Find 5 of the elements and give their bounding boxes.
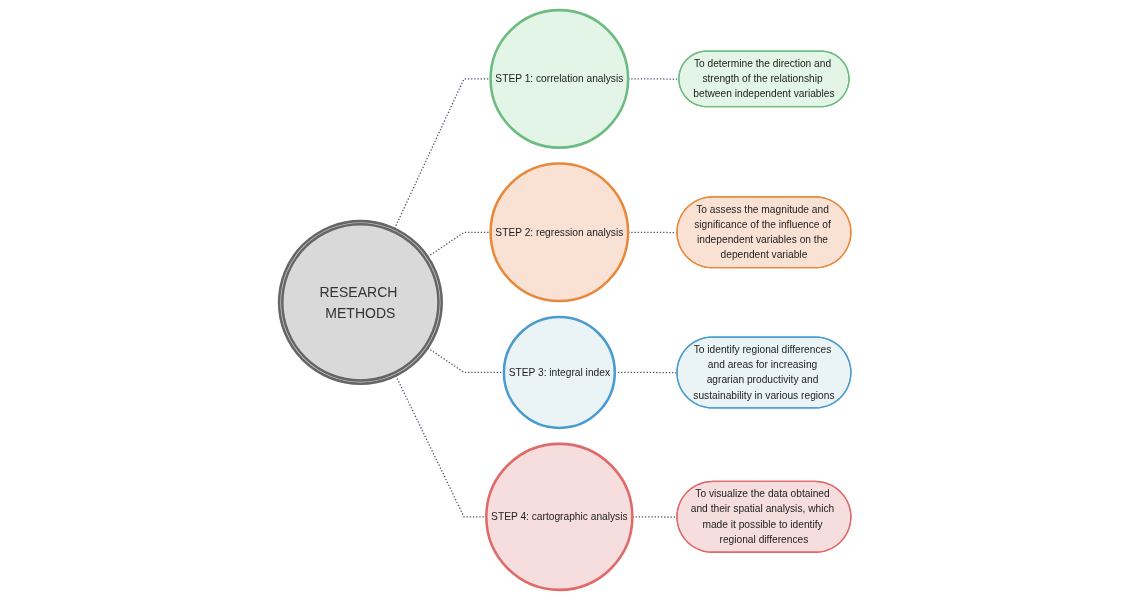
node-circle: STEP 2: regression analysis <box>489 162 630 303</box>
node-circle: STEP 1: correlation analysis <box>489 8 630 149</box>
connector <box>427 347 505 374</box>
node-circle: STEP 4: cartographic analysis <box>485 442 634 592</box>
node-circle: STEP 3: integral index <box>502 315 617 430</box>
